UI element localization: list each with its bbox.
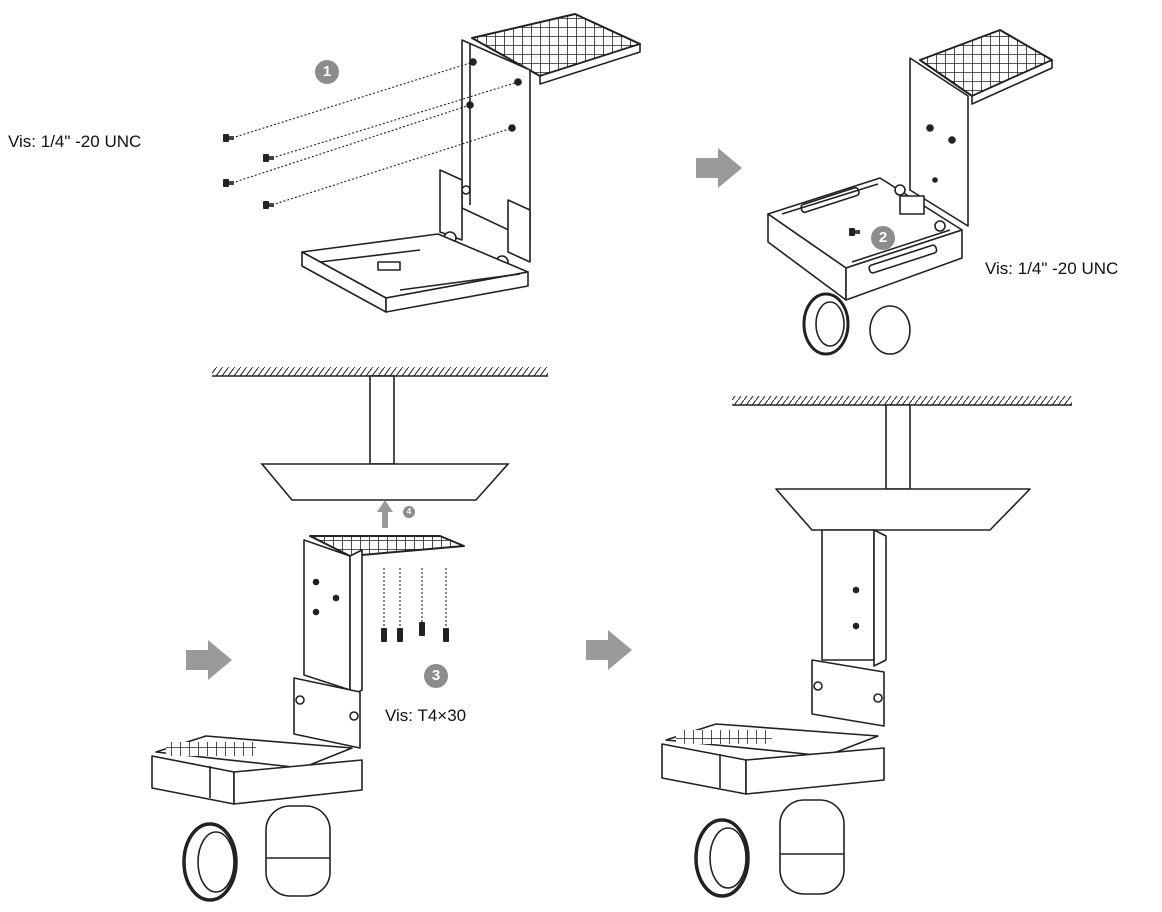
ceiling-hatch [212, 367, 548, 376]
ceiling-pole [260, 375, 510, 501]
step-1-badge: 1 [315, 60, 339, 84]
step1-screw-lines [231, 61, 519, 206]
right-arrow-icon [586, 630, 632, 670]
screw-spec-label-step3: Vis: T4×30 [385, 706, 467, 725]
step-3-badge: 3 [424, 664, 448, 688]
step3-bracket-on-camera [151, 535, 465, 902]
step2-camera-with-bracket [767, 29, 1053, 356]
ceiling-hatch [732, 396, 1072, 405]
screw-spec-label-step1: Vis: 1/4" -20 UNC [8, 132, 142, 151]
screw-spec-label-step2: Vis: 1/4" -20 UNC [985, 259, 1119, 278]
step1-bracket-assembly [301, 13, 641, 313]
up-arrow-icon [377, 500, 393, 528]
final-mounted-camera [661, 404, 1031, 898]
step-4-badge: 4 [403, 506, 415, 518]
step3-screws [383, 568, 447, 628]
right-arrow-icon [186, 640, 232, 680]
screw-icon [381, 622, 449, 642]
right-arrow-icon [696, 148, 742, 188]
step-2-badge: 2 [871, 226, 895, 250]
